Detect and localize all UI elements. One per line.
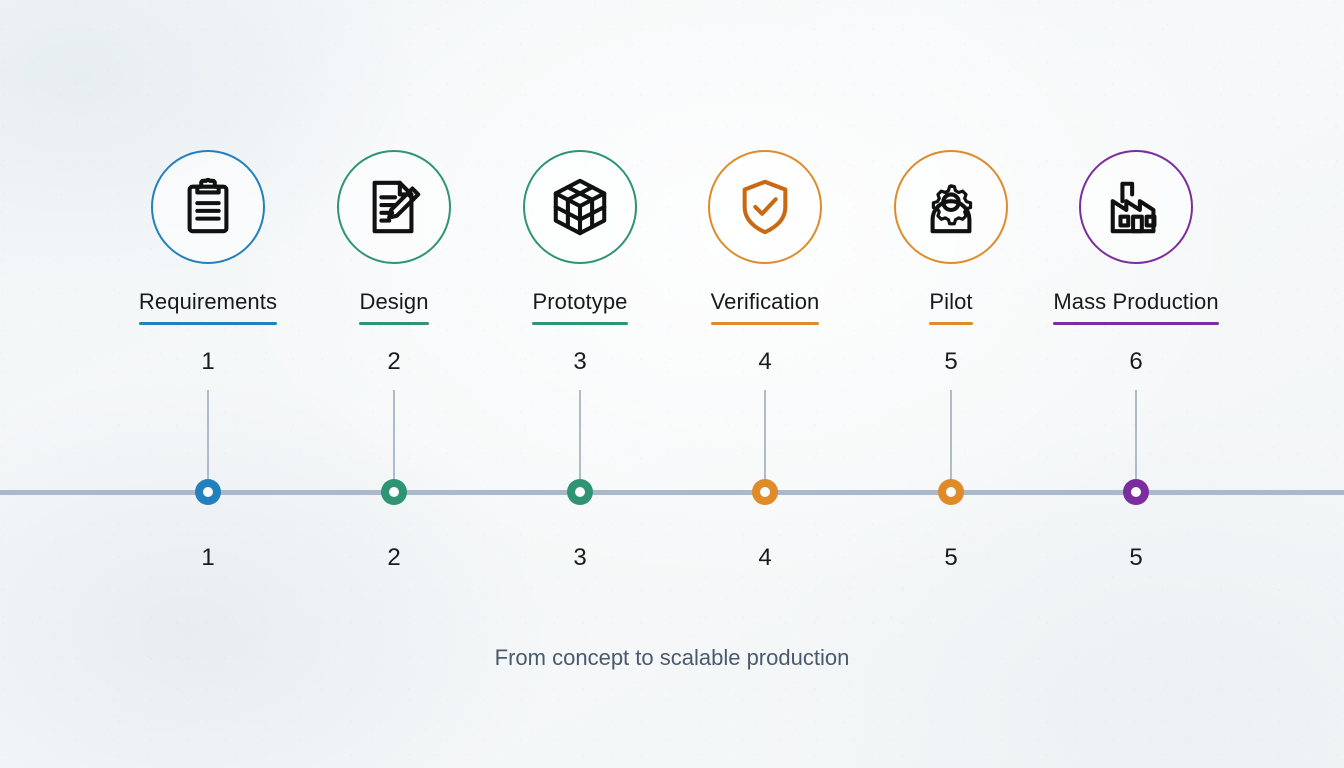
tick-stem-verification <box>764 390 766 492</box>
tick-stem-design <box>393 390 395 492</box>
stage-underline-pilot <box>929 322 973 325</box>
shield-check-icon <box>734 176 796 238</box>
tick-top-number-requirements: 1 <box>201 348 215 375</box>
stage-label-block-prototype: Prototype <box>460 289 700 325</box>
tick-top-number-design: 2 <box>387 348 401 375</box>
tick-stem-requirements <box>207 390 209 492</box>
tick-stem-pilot <box>950 390 952 492</box>
timeline-marker-pilot[interactable] <box>938 479 964 505</box>
stage-label-mass-production: Mass Production <box>1053 289 1219 314</box>
stage-label-requirements: Requirements <box>138 289 278 314</box>
tick-bottom-number-pilot: 5 <box>944 544 958 571</box>
timeline-axis <box>0 490 1344 495</box>
factory-icon <box>1105 176 1167 238</box>
stage-label-wrap-verification: Verification <box>710 289 820 325</box>
cube-icon <box>549 176 611 238</box>
stage-label-block-requirements: Requirements <box>88 289 328 325</box>
stage-label-prototype: Prototype <box>532 289 628 314</box>
stage-label-pilot: Pilot <box>929 289 973 314</box>
timeline-marker-verification[interactable] <box>752 479 778 505</box>
stage-design[interactable]: Design <box>274 150 514 325</box>
tick-stem-mass-production <box>1135 390 1137 492</box>
stage-badge-pilot[interactable] <box>894 150 1008 264</box>
tick-top-number-verification: 4 <box>758 348 772 375</box>
timeline-marker-design[interactable] <box>381 479 407 505</box>
stage-underline-design <box>359 322 429 325</box>
stage-badge-mass-production[interactable] <box>1079 150 1193 264</box>
stage-underline-mass-production <box>1053 322 1219 325</box>
stage-label-block-pilot: Pilot <box>831 289 1071 325</box>
stage-verification[interactable]: Verification <box>645 150 885 325</box>
tick-stem-prototype <box>579 390 581 492</box>
stage-label-wrap-mass-production: Mass Production <box>1053 289 1219 325</box>
tick-top-number-pilot: 5 <box>944 348 958 375</box>
tick-bottom-number-verification: 4 <box>758 544 772 571</box>
stage-prototype[interactable]: Prototype <box>460 150 700 325</box>
stage-requirements[interactable]: Requirements <box>88 150 328 325</box>
tick-bottom-number-design: 2 <box>387 544 401 571</box>
tick-bottom-number-prototype: 3 <box>573 544 587 571</box>
timeline-marker-prototype[interactable] <box>567 479 593 505</box>
stage-badge-verification[interactable] <box>708 150 822 264</box>
stage-badge-prototype[interactable] <box>523 150 637 264</box>
stage-label-wrap-pilot: Pilot <box>929 289 973 325</box>
stage-label-wrap-prototype: Prototype <box>532 289 628 325</box>
timeline-marker-requirements[interactable] <box>195 479 221 505</box>
stage-label-wrap-design: Design <box>359 289 429 325</box>
stage-label-design: Design <box>359 289 429 314</box>
stage-label-wrap-requirements: Requirements <box>138 289 278 325</box>
tick-top-number-prototype: 3 <box>573 348 587 375</box>
stage-mass-production[interactable]: Mass Production <box>1016 150 1256 325</box>
stage-pilot[interactable]: Pilot <box>831 150 1071 325</box>
stage-underline-prototype <box>532 322 628 325</box>
timeline-marker-mass-production[interactable] <box>1123 479 1149 505</box>
stage-badge-requirements[interactable] <box>151 150 265 264</box>
stage-label-block-design: Design <box>274 289 514 325</box>
stage-underline-verification <box>710 322 820 325</box>
tick-bottom-number-requirements: 1 <box>201 544 215 571</box>
stage-underline-requirements <box>138 322 278 325</box>
gear-icon <box>920 176 982 238</box>
stage-label-block-mass-production: Mass Production <box>1016 289 1256 325</box>
clipboard-icon <box>177 176 239 238</box>
document-pencil-icon <box>363 176 425 238</box>
tick-top-number-mass-production: 6 <box>1129 348 1143 375</box>
tick-bottom-number-mass-production: 5 <box>1129 544 1143 571</box>
stage-label-block-verification: Verification <box>645 289 885 325</box>
stage-badge-design[interactable] <box>337 150 451 264</box>
stage-label-verification: Verification <box>710 289 820 314</box>
caption: From concept to scalable production <box>494 645 850 670</box>
